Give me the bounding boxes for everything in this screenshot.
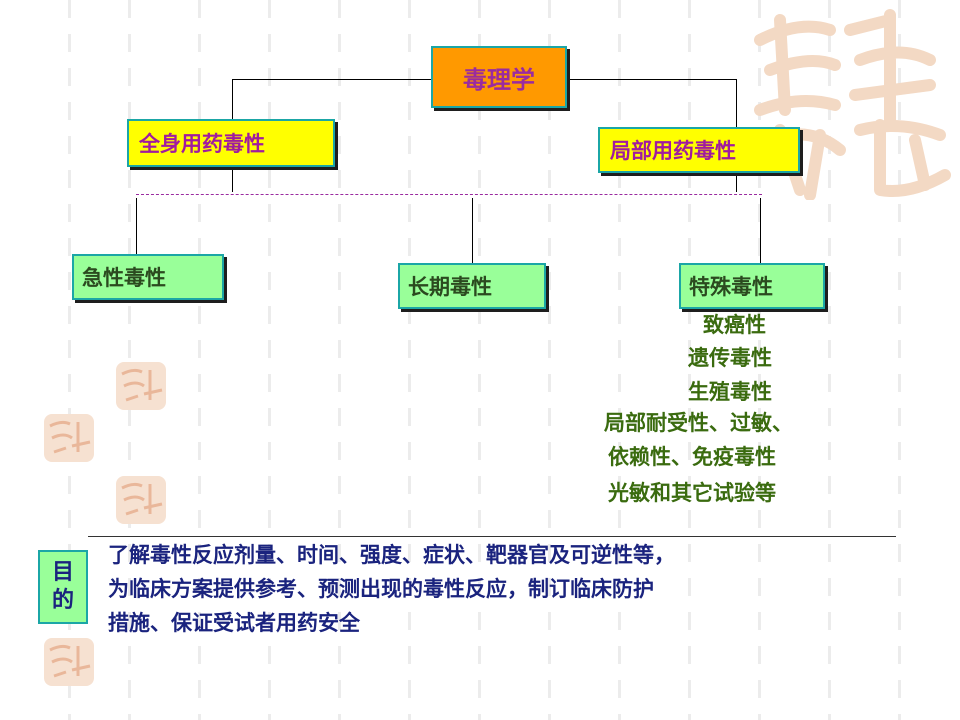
root-node-label: 毒理学 xyxy=(463,65,535,94)
node-local-toxicity: 局部用药毒性 xyxy=(598,127,800,173)
connector-chronic xyxy=(472,198,473,264)
node-systemic-toxicity: 全身用药毒性 xyxy=(127,119,335,167)
seal-watermark-small xyxy=(44,414,94,462)
bg-dash-column xyxy=(338,0,341,720)
section-divider xyxy=(88,536,896,537)
special-item: 光敏和其它试验等 xyxy=(608,481,776,505)
special-item: 局部耐受性、过敏、 xyxy=(604,411,793,435)
node-special-toxicity: 特殊毒性 xyxy=(679,263,825,309)
root-node-toxicology: 毒理学 xyxy=(431,46,567,108)
dotted-branch-line xyxy=(136,194,762,195)
node-acute-toxicity: 急性毒性 xyxy=(72,254,224,300)
purpose-badge: 目 的 xyxy=(38,550,88,624)
node-special-label: 特殊毒性 xyxy=(689,275,773,299)
connector-left-down xyxy=(232,166,233,192)
bg-dash-column xyxy=(618,0,621,720)
connector-special xyxy=(760,198,761,264)
purpose-badge-char: 的 xyxy=(51,588,74,613)
node-chronic-label: 长期毒性 xyxy=(408,275,492,299)
bg-dash-column xyxy=(268,0,271,720)
bg-dash-column xyxy=(758,0,761,720)
seal-watermark xyxy=(754,9,951,200)
bg-dash-column xyxy=(688,0,691,720)
connector-acute xyxy=(136,198,137,256)
connector-root-right-v xyxy=(736,79,737,129)
node-acute-label: 急性毒性 xyxy=(82,266,166,290)
purpose-badge-char: 目 xyxy=(51,560,74,585)
node-systemic-label: 全身用药毒性 xyxy=(139,132,265,156)
special-item: 依赖性、免疫毒性 xyxy=(608,445,776,469)
connector-right-down xyxy=(736,174,737,192)
bg-dash-column xyxy=(128,0,131,720)
node-chronic-toxicity: 长期毒性 xyxy=(398,263,546,309)
purpose-line: 措施、保证受试者用药安全 xyxy=(108,611,360,635)
bg-dash-column xyxy=(68,0,71,720)
bg-dash-column xyxy=(408,0,411,720)
purpose-line: 了解毒性反应剂量、时间、强度、症状、靶器官及可逆性等， xyxy=(108,543,675,567)
bg-dash-column xyxy=(478,0,481,720)
special-item: 致癌性 xyxy=(703,313,766,337)
bg-dash-column xyxy=(828,0,831,720)
special-item: 生殖毒性 xyxy=(688,380,772,404)
purpose-line: 为临床方案提供参考、预测出现的毒性反应，制订临床防护 xyxy=(108,577,654,601)
node-local-label: 局部用药毒性 xyxy=(610,139,736,163)
connector-root-left-v xyxy=(232,79,233,121)
purpose-text: 了解毒性反应剂量、时间、强度、症状、靶器官及可逆性等， 为临床方案提供参考、预测… xyxy=(108,538,848,640)
bg-dash-column xyxy=(198,0,201,720)
connector-root-right-h xyxy=(567,79,737,80)
connector-root-left-h xyxy=(232,79,432,80)
seal-watermark-small xyxy=(116,362,166,410)
seal-watermark-small xyxy=(44,638,94,686)
special-item: 遗传毒性 xyxy=(688,346,772,370)
bg-dash-column xyxy=(548,0,551,720)
bg-dash-column xyxy=(898,0,901,720)
seal-watermark-small xyxy=(116,476,166,524)
